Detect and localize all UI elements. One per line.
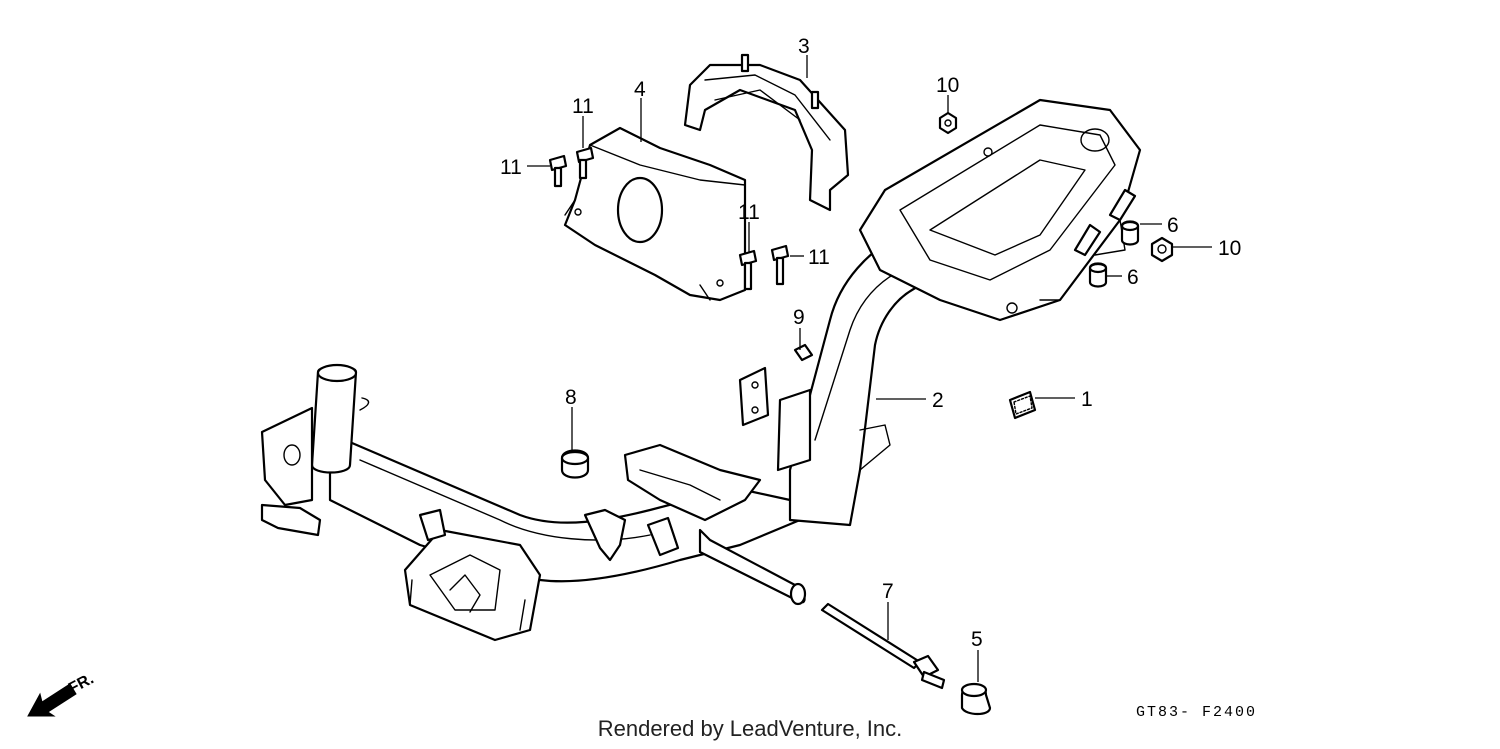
bolt-part-11-c xyxy=(738,249,758,291)
callout-6b: 6 xyxy=(1127,266,1139,289)
leader-lines xyxy=(527,55,1212,682)
grommet-part-8 xyxy=(560,449,590,479)
collar-part-6-a xyxy=(1120,220,1140,246)
bracket-part-3 xyxy=(683,53,850,212)
bolt-part-7 xyxy=(820,602,946,690)
front-arrow-icon xyxy=(27,683,77,717)
frame-body xyxy=(260,98,1142,642)
callout-11d: 11 xyxy=(808,246,830,269)
pad-part-1 xyxy=(1008,390,1037,420)
callout-11b: 11 xyxy=(500,156,522,179)
credit-text: Rendered by LeadVenture, Inc. xyxy=(597,716,903,741)
cap-part-5 xyxy=(960,682,992,716)
callout-labels: 3 4 11 11 11 11 10 6 10 6 9 2 1 8 7 5 xyxy=(500,35,1241,651)
cover-part-4 xyxy=(563,126,747,302)
callout-11c: 11 xyxy=(738,201,760,224)
collar-part-6-b xyxy=(1088,262,1108,288)
callout-2: 2 xyxy=(932,389,944,412)
callout-4: 4 xyxy=(634,78,646,101)
bolt-part-11-d xyxy=(770,244,790,286)
callout-8: 8 xyxy=(565,386,577,409)
nut-part-10-b xyxy=(1150,236,1174,263)
callout-3: 3 xyxy=(798,35,810,58)
front-direction-indicator: FR. xyxy=(27,670,97,717)
callout-10a: 10 xyxy=(936,74,959,97)
callout-10b: 10 xyxy=(1218,237,1241,260)
callout-5: 5 xyxy=(971,628,983,651)
diagram-code: GT83- F2400 xyxy=(1136,704,1257,721)
clip-part-9 xyxy=(738,343,814,427)
callout-9: 9 xyxy=(793,306,805,329)
callout-6a: 6 xyxy=(1167,214,1179,237)
callout-1: 1 xyxy=(1081,388,1093,411)
bolt-part-11-a xyxy=(575,146,595,180)
callout-11a: 11 xyxy=(572,95,594,118)
nut-part-10-a xyxy=(938,111,958,135)
callout-7: 7 xyxy=(882,580,894,603)
bolt-part-11-b xyxy=(548,154,568,188)
